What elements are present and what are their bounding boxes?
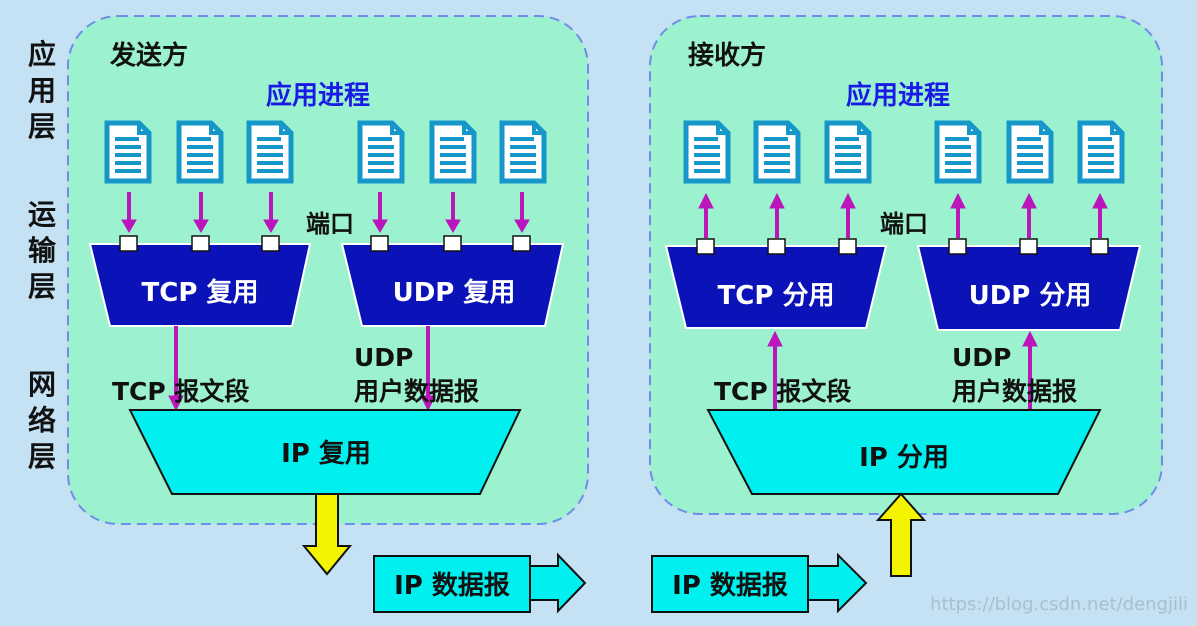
layer-label-network-text: 网络层: [28, 368, 56, 473]
port: [948, 238, 967, 255]
datagram-right-label: IP 数据报: [672, 570, 788, 601]
port: [512, 235, 531, 252]
port: [1090, 238, 1109, 255]
receiver-udp-demux-box: [916, 245, 1142, 331]
receiver-app-arrows: [698, 192, 1108, 238]
receiver-udp-label-line2: 用户数据报: [952, 377, 1077, 406]
layer-label-application-text: 应用层: [28, 38, 56, 143]
datagram-left-arrow: [529, 552, 587, 614]
sender-port-label: 端口: [306, 210, 354, 238]
port: [370, 235, 389, 252]
datagram-right-arrow: [807, 552, 868, 614]
doc-icon: [1080, 123, 1122, 181]
receiver-ip-demux-box: [706, 409, 1102, 495]
sender-udp-mux-label: UDP 复用: [393, 278, 516, 308]
layer-label-transport-text: 运输层: [28, 198, 57, 303]
layer-label-transport: 运输层: [28, 198, 57, 303]
port: [443, 235, 462, 252]
sender-udp-label-line1: UDP: [354, 343, 413, 372]
sender-udp-mux-box: [340, 243, 565, 327]
doc-icon: [756, 123, 798, 181]
sender-tcp-mux-label: TCP 复用: [142, 278, 259, 308]
layer-label-application: 应用层: [28, 38, 56, 143]
port: [838, 238, 857, 255]
receiver-ports: [696, 238, 1109, 255]
port: [696, 238, 715, 255]
datagram-left-box: [373, 555, 531, 613]
sender-tcp-mux-box: [88, 243, 312, 327]
doc-icon: [686, 123, 728, 181]
datagram-left-label: IP 数据报: [394, 570, 510, 601]
receiver-port-label: 端口: [880, 210, 928, 238]
sender-ports: [119, 235, 531, 252]
sender-title: 发送方: [109, 40, 188, 71]
datagram-right: IP 数据报: [651, 552, 868, 614]
port: [191, 235, 210, 252]
sender-udp-label-line2: 用户数据报: [354, 377, 479, 406]
port: [119, 235, 138, 252]
doc-icon: [937, 123, 979, 181]
datagram-left: IP 数据报: [373, 552, 587, 614]
sender-output-arrow: [301, 493, 353, 576]
receiver-udp-demux-label: UDP 分用: [969, 281, 1092, 311]
receiver-transport-arrows: [767, 330, 1038, 410]
receiver-udp-label-line1: UDP: [952, 343, 1011, 372]
receiver-app-process-label: 应用进程: [846, 80, 950, 111]
sender-ip-mux-box: [128, 409, 522, 495]
receiver-title: 接收方: [688, 40, 766, 71]
layer-label-network: 网络层: [28, 368, 56, 473]
sender-app-process-label: 应用进程: [266, 80, 370, 111]
doc-icon: [432, 123, 474, 181]
datagram-right-box: [651, 555, 809, 613]
port: [261, 235, 280, 252]
port: [767, 238, 786, 255]
sender-ip-mux-label: IP 复用: [281, 439, 371, 469]
receiver-tcp-segment-label: TCP 报文段: [714, 377, 851, 406]
port: [1019, 238, 1038, 255]
doc-icon: [827, 123, 869, 181]
doc-icon: [107, 123, 149, 181]
doc-icon: [1009, 123, 1051, 181]
doc-icon: [502, 123, 544, 181]
receiver-input-arrow: [875, 492, 927, 577]
sender-transport-arrows: [168, 326, 436, 412]
doc-icon: [179, 123, 221, 181]
watermark: https://blog.csdn.net/dengjili: [930, 594, 1188, 615]
doc-icon: [249, 123, 291, 181]
receiver-tcp-demux-label: TCP 分用: [718, 281, 835, 311]
sender-app-arrows: [121, 192, 530, 233]
sender-tcp-segment-label: TCP 报文段: [112, 377, 249, 406]
receiver-ip-demux-label: IP 分用: [859, 443, 949, 473]
doc-icon: [360, 123, 402, 181]
receiver-tcp-demux-box: [664, 245, 888, 329]
